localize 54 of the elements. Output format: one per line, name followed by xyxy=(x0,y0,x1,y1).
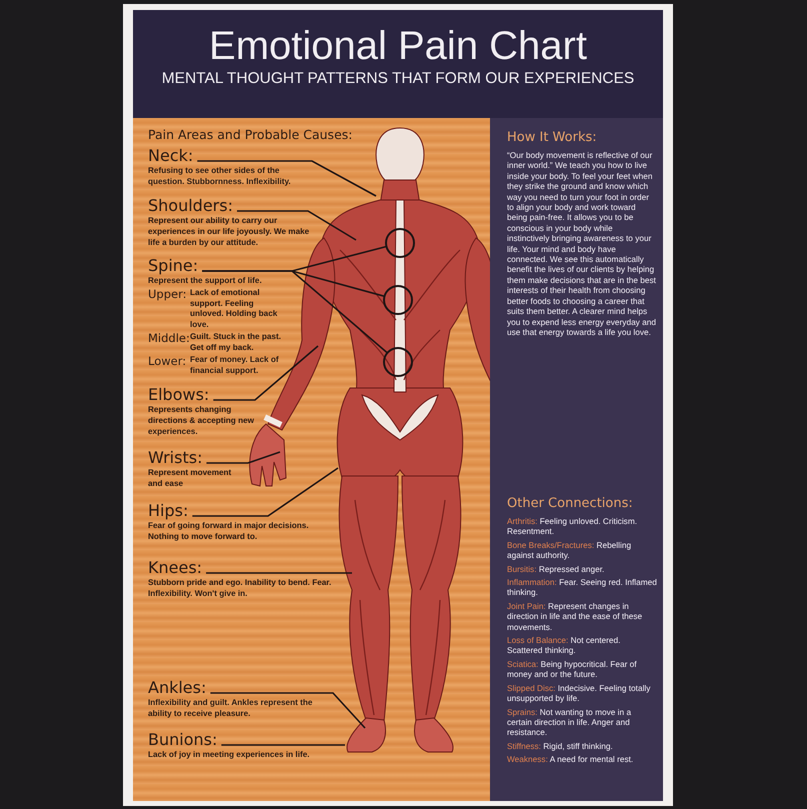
cause-description: Refusing to see other sides of the question. Stubbornness. Inflexibility. xyxy=(148,165,292,187)
cause-description: Lack of joy in meeting experiences in life. xyxy=(148,749,311,760)
body-area-heading: Ankles: xyxy=(148,679,206,697)
connection-entry: Sprains: Not wanting to move in a certain direction in life. Anger and resistance. xyxy=(507,706,632,738)
body-area-heading: Hips: xyxy=(148,502,188,520)
section-heading: Pain Areas and Probable Causes: xyxy=(148,127,352,142)
cause-description: Lack of emotional support. Feeling unloved. Holding back love. xyxy=(190,288,278,330)
info-panel xyxy=(490,118,663,801)
connection-entry: Sciatica: Being hypocritical. Fear of money and or the future. xyxy=(507,658,638,680)
connection-entry: Slipped Disc: Indecisive. Feeling totally unsupported by life. xyxy=(507,682,652,704)
leader-line xyxy=(202,270,388,354)
cause-description: Represent movement and ease xyxy=(148,467,232,489)
cause-description: Represent our ability to carry our experiences in our life joyously. We make life a burden by our attitude. xyxy=(148,215,310,248)
spine-marker-circle xyxy=(383,347,413,377)
spine-region-heading: Upper: xyxy=(148,288,188,303)
spine-marker-circle xyxy=(383,285,413,315)
body-area-heading: Spine: xyxy=(148,257,198,275)
title: Emotional Pain Chart xyxy=(208,24,588,69)
cause-description: Inflexibility and guilt. Ankles represent the ability to receive pleasure. xyxy=(148,697,314,719)
section-heading: Other Connections: xyxy=(507,496,633,511)
cause-description: Guilt. Stuck in the past. Get off my back. xyxy=(190,332,282,353)
leader-line xyxy=(210,692,366,729)
connection-entry: Bursitis: Repressed anger. xyxy=(507,564,606,574)
spine-region-heading: Lower: xyxy=(148,355,188,370)
leader-line xyxy=(221,744,346,746)
spine-marker-circle xyxy=(385,228,415,258)
cause-description: Represent the support of life. xyxy=(148,275,263,286)
body-area-heading: Elbows: xyxy=(148,386,210,404)
leader-line xyxy=(206,451,280,464)
connection-entry: Loss of Balance: Not centered. Scattered thinking. xyxy=(507,635,622,656)
connection-entry: Bone Breaks/Fractures: Rebelling against authority. xyxy=(507,540,632,561)
leader-line xyxy=(192,467,338,517)
leader-line xyxy=(206,572,352,574)
cause-description: Represents changing directions & accepting new experiences. xyxy=(148,404,256,437)
leader-line xyxy=(213,345,319,401)
leader-line xyxy=(236,210,356,241)
cause-description: Fear of money. Lack of financial support. xyxy=(190,355,280,376)
body-area-heading: Knees: xyxy=(148,559,202,577)
connection-entry: Inflammation: Fear. Seeing red. Inflamed thinking. xyxy=(507,577,657,598)
connection-entry: Arthritis: Feeling unloved. Criticism. Resentment. xyxy=(507,516,638,537)
body-paragraph: “Our body movement is reflective of our inner world.” We teach you how to live inside your body. To feel your feet when they strike the ground and know which way you need to turn your foot in order to align your body and work toward being pain-free. It allows you to be conscious in your body while instinctively bringing awareness to your life. Your mind and body have connected. We see this automatically benefit the lives of our clients by helping them make decisions that are in the best interests of their health from choosing better foods to choosing a career that suits them better. A clearer mind helps you to expend less energy everyday and use that energy towards a life you love. xyxy=(507,150,657,338)
cause-description: Stubborn pride and ego. Inability to bend. Fear. Inflexibility. Won't give in. xyxy=(148,577,332,599)
connection-entry: Joint Pain: Represent changes in direction in life and the ease of these movements. xyxy=(507,600,644,632)
leader-line xyxy=(197,160,376,197)
spine-region-heading: Middle: xyxy=(148,332,190,347)
subtitle: MENTAL THOUGHT PATTERNS THAT FORM OUR EXPERIENCES xyxy=(160,70,636,88)
connection-entry: Stiffness: Rigid, stiff thinking. xyxy=(507,740,614,752)
connection-entry: Weakness: A need for mental rest. xyxy=(507,754,634,765)
body-area-heading: Neck: xyxy=(148,147,194,165)
cause-description: Fear of going forward in major decisions. Nothing to move forward to. xyxy=(148,520,310,542)
section-heading: How It Works: xyxy=(507,130,597,145)
body-area-heading: Wrists: xyxy=(148,449,202,467)
body-area-heading: Bunions: xyxy=(148,731,218,749)
body-area-heading: Shoulders: xyxy=(148,197,233,215)
